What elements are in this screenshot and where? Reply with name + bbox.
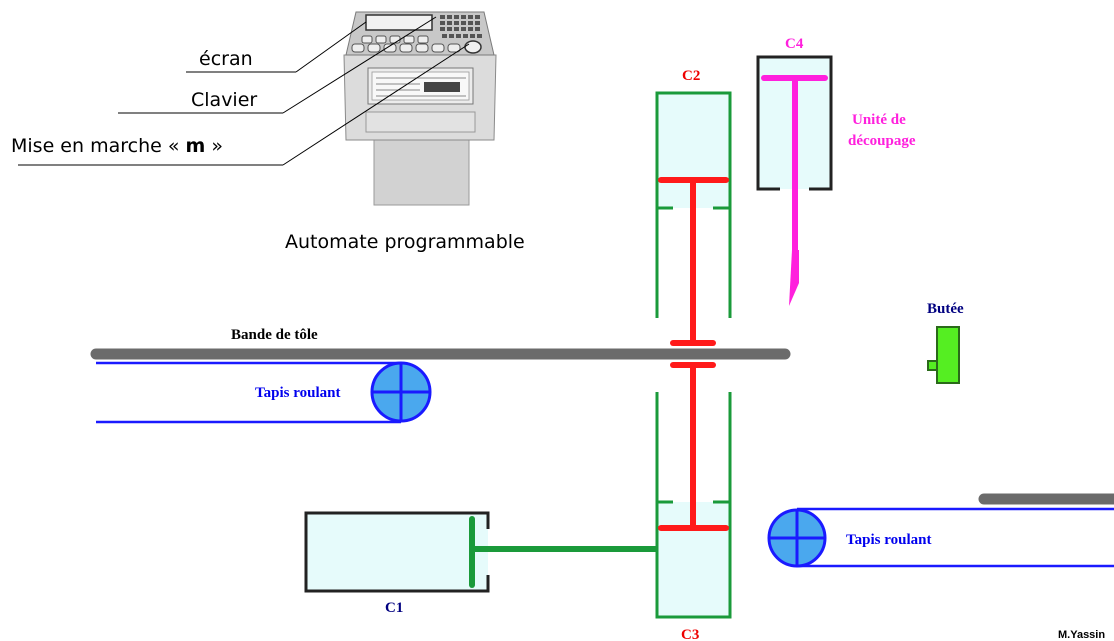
plc-start-button-icon — [464, 40, 482, 54]
plc-keypad-icon — [440, 15, 482, 38]
left-conveyor — [96, 361, 432, 424]
c4-label: C4 — [785, 36, 804, 52]
cylinder-c3 — [655, 362, 732, 619]
plc-caption: Automate programmable — [285, 231, 525, 253]
plc-start-key: m — [186, 135, 206, 157]
plc-leader-lines — [18, 16, 470, 166]
stop-sensor — [927, 326, 960, 384]
c2-label: C2 — [682, 68, 700, 84]
cutting-unit-label-line2: découpage — [848, 133, 916, 149]
cylinder-c4 — [756, 55, 833, 306]
stop-label: Butée — [927, 301, 964, 317]
cutting-unit-label-line1: Unité de — [852, 112, 906, 128]
right-conveyor — [767, 493, 1114, 568]
plc-screen-label: écran — [199, 48, 253, 70]
plc-start-label: Mise en marche « m » — [11, 135, 223, 157]
left-conveyor-label: Tapis roulant — [255, 385, 340, 401]
cylinder-c2 — [655, 91, 732, 346]
sheet-band-label: Bande de tôle — [231, 327, 318, 343]
cylinder-c1 — [304, 511, 657, 593]
plc-screen-icon — [365, 14, 433, 31]
plc-keyboard-label: Clavier — [191, 89, 257, 111]
c1-label: C1 — [385, 600, 403, 616]
plc-device — [343, 11, 497, 206]
author-label: M.Yassin — [1058, 629, 1105, 641]
right-conveyor-roller-icon — [767, 508, 827, 568]
cutter-blade-icon — [789, 250, 799, 306]
right-conveyor-label: Tapis roulant — [846, 532, 931, 548]
c3-label: C3 — [681, 627, 699, 641]
left-conveyor-roller-icon — [370, 361, 432, 423]
